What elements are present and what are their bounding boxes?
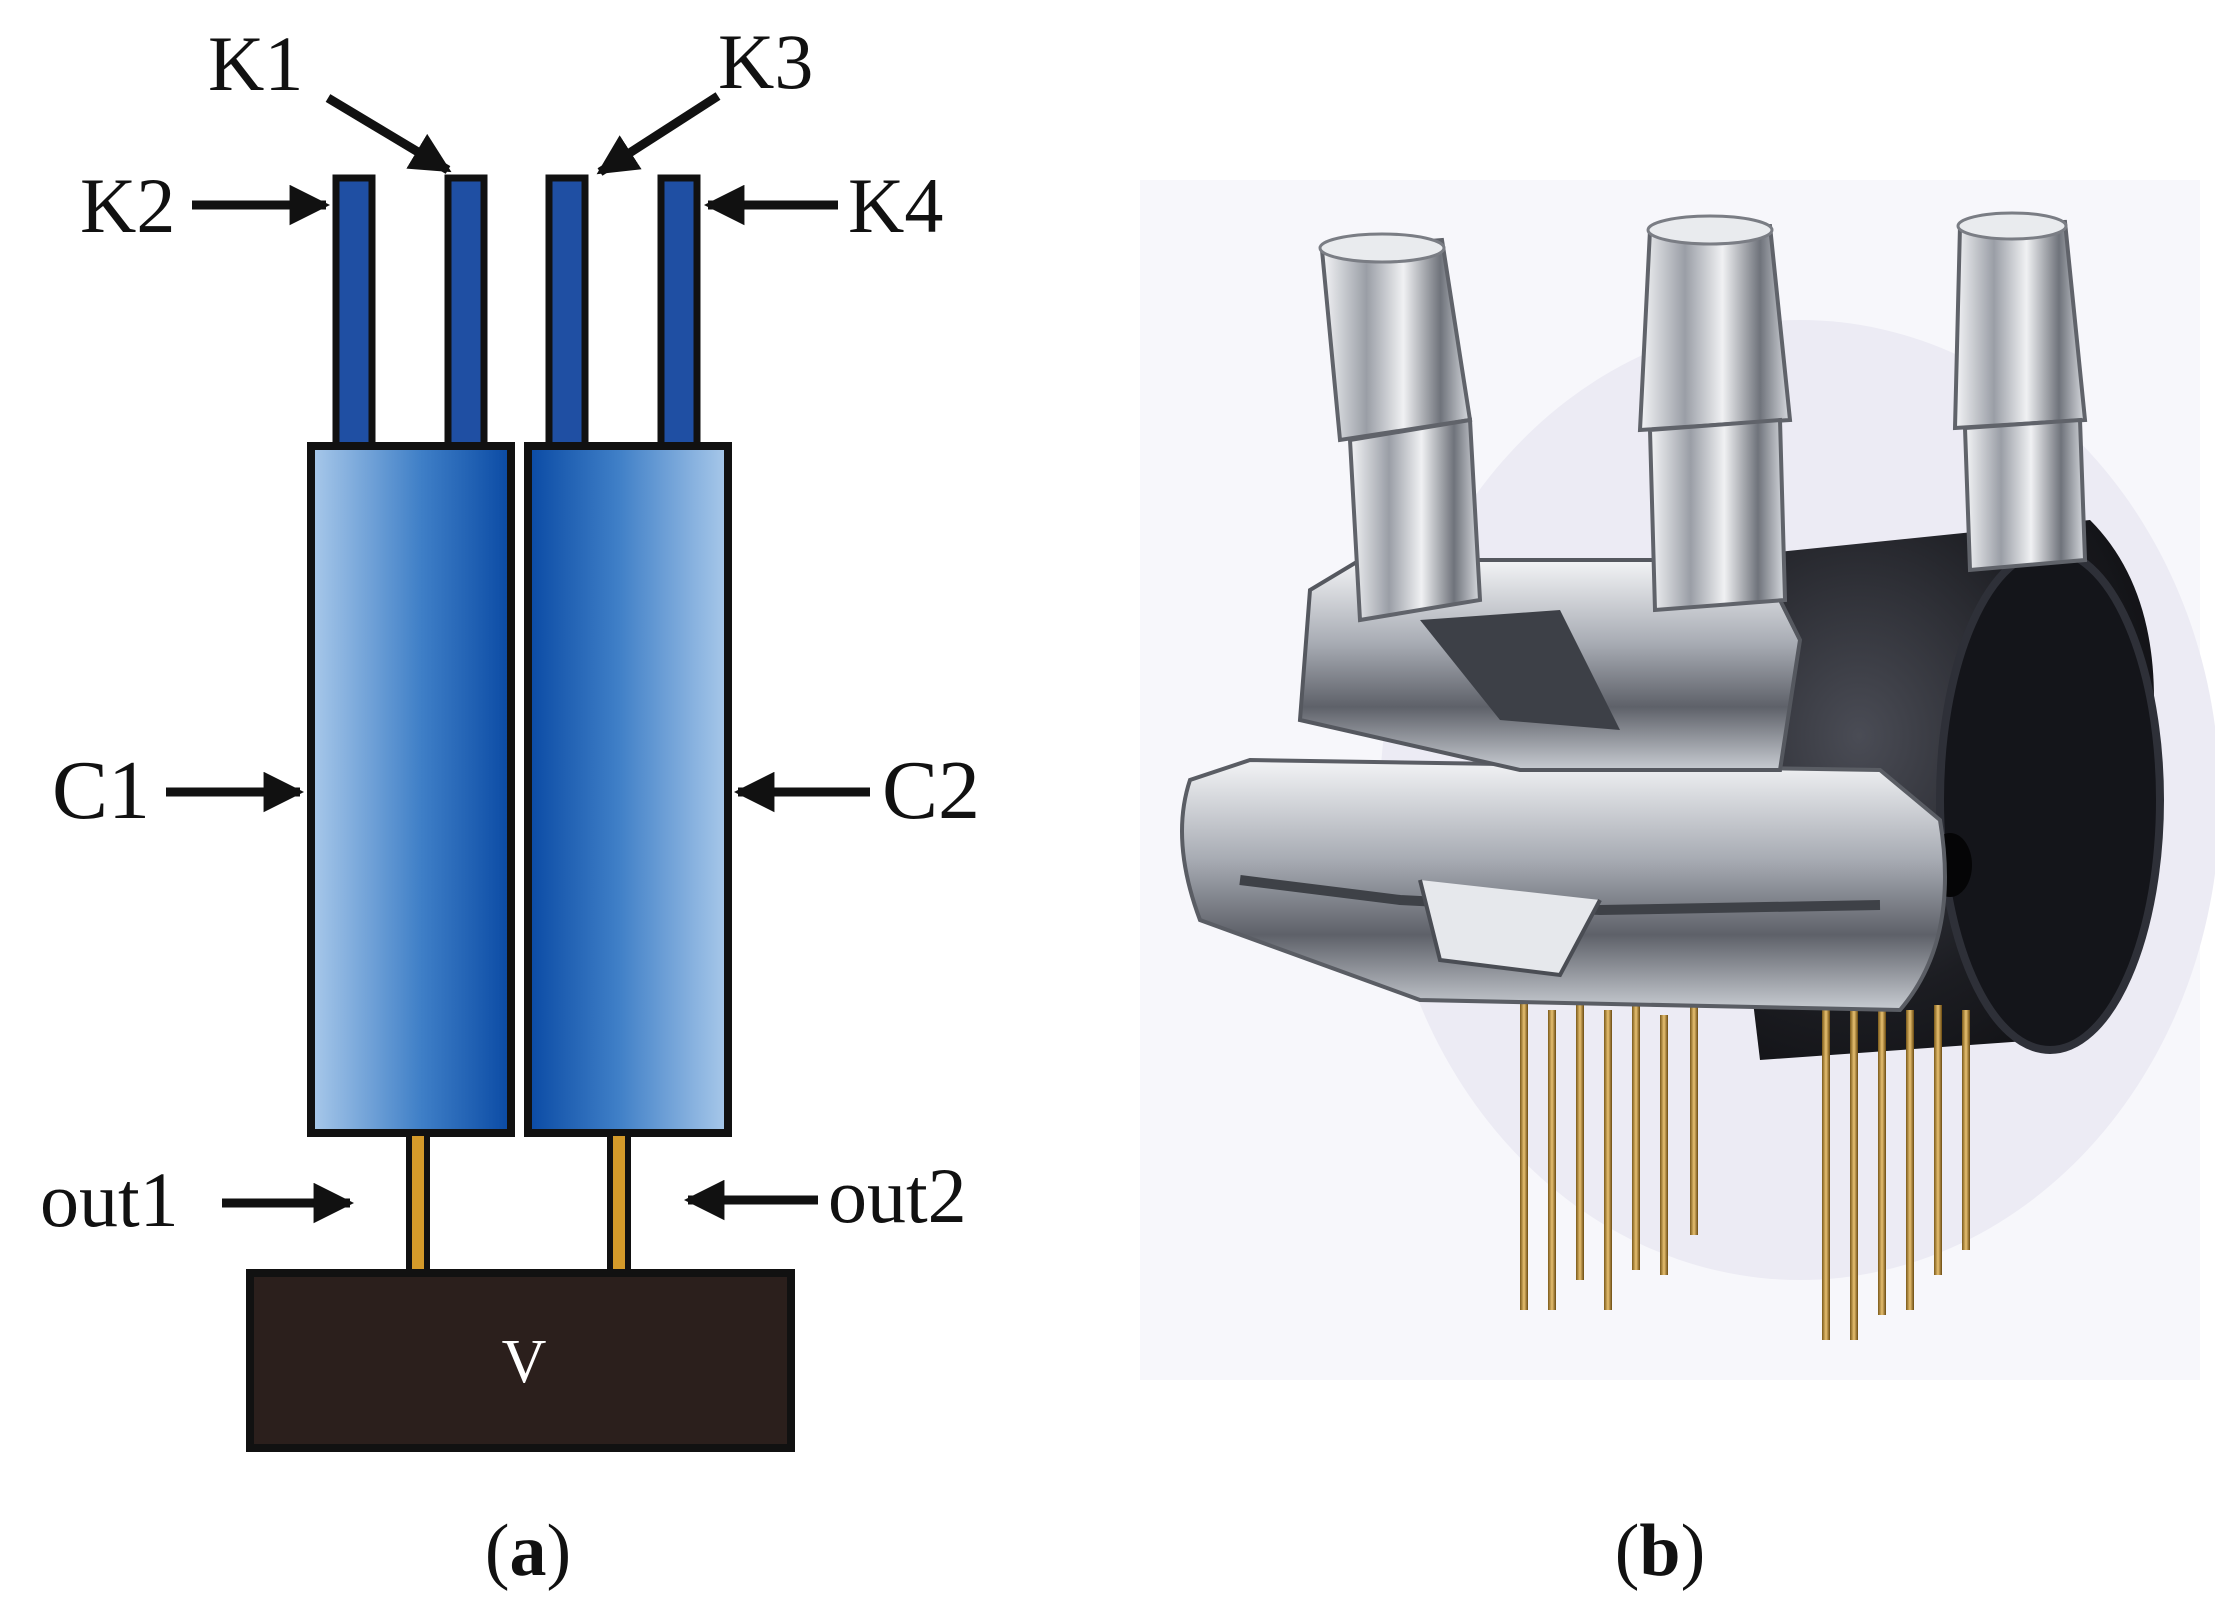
nozzle-right [1952,211,2088,573]
pin [1520,1000,1528,1310]
nozzle-left-stem [1347,417,1483,623]
wire-out2 [607,1130,631,1276]
caption-a: (a) [485,1510,571,1592]
nozzle-middle-stem [1647,417,1788,613]
cell-c1 [307,442,515,1137]
panel-b-sensor-photo: (b) [1140,180,2215,1592]
label-k3: K3 [718,18,813,105]
pin [1548,1010,1556,1310]
caption-b: (b) [1615,1510,1705,1592]
pin [1934,1005,1942,1275]
nozzle-left-top [1318,232,1446,264]
nozzle-right-barb [1952,219,2088,431]
pin [1690,1005,1698,1235]
pin [1660,1015,1668,1275]
pin [1576,1000,1584,1280]
label-c2: C2 [882,744,980,837]
panel-a-schematic: V K1 K3 K2 K4 C1 C2 out1 out2 (a) [40,18,980,1592]
wire-out1 [406,1130,430,1276]
metal-lower-step [1418,879,1602,978]
pin [1906,1010,1914,1310]
pin [1604,1010,1612,1310]
label-c1: C1 [52,744,150,837]
black-disc [1936,546,2164,1054]
pin [1850,1010,1858,1340]
pins-right [1822,1000,1970,1340]
nozzle-left-barb [1319,237,1473,443]
arrow-k1 [325,94,452,174]
nozzle-right-top [1956,211,2068,241]
nozzle-middle-barb [1637,223,1793,433]
label-out2: out2 [828,1152,967,1239]
label-v: V [502,1328,547,1396]
label-out1: out1 [40,1156,179,1243]
base-v [246,1269,795,1452]
cell-c2 [524,442,732,1137]
pin [1962,1010,1970,1250]
label-k4: K4 [848,162,943,249]
label-k2: K2 [80,162,175,249]
tube-k4 [657,174,701,450]
nozzle-middle-top [1646,214,1774,246]
label-k1: K1 [208,20,303,107]
tube-k3 [545,174,589,450]
nozzle-right-stem [1962,417,2088,573]
pin [1878,1005,1886,1315]
arrow-k3 [596,92,721,176]
metal-middle-shadow [1420,610,1620,730]
nozzle-left [1318,232,1483,623]
tube-k2 [332,174,376,450]
tube-k1 [444,174,488,450]
nozzle-middle [1637,214,1793,613]
metal-lower-block [1180,757,1947,1013]
pins-left [1520,1000,1698,1310]
pin [1632,1000,1640,1270]
pin [1822,1000,1830,1340]
